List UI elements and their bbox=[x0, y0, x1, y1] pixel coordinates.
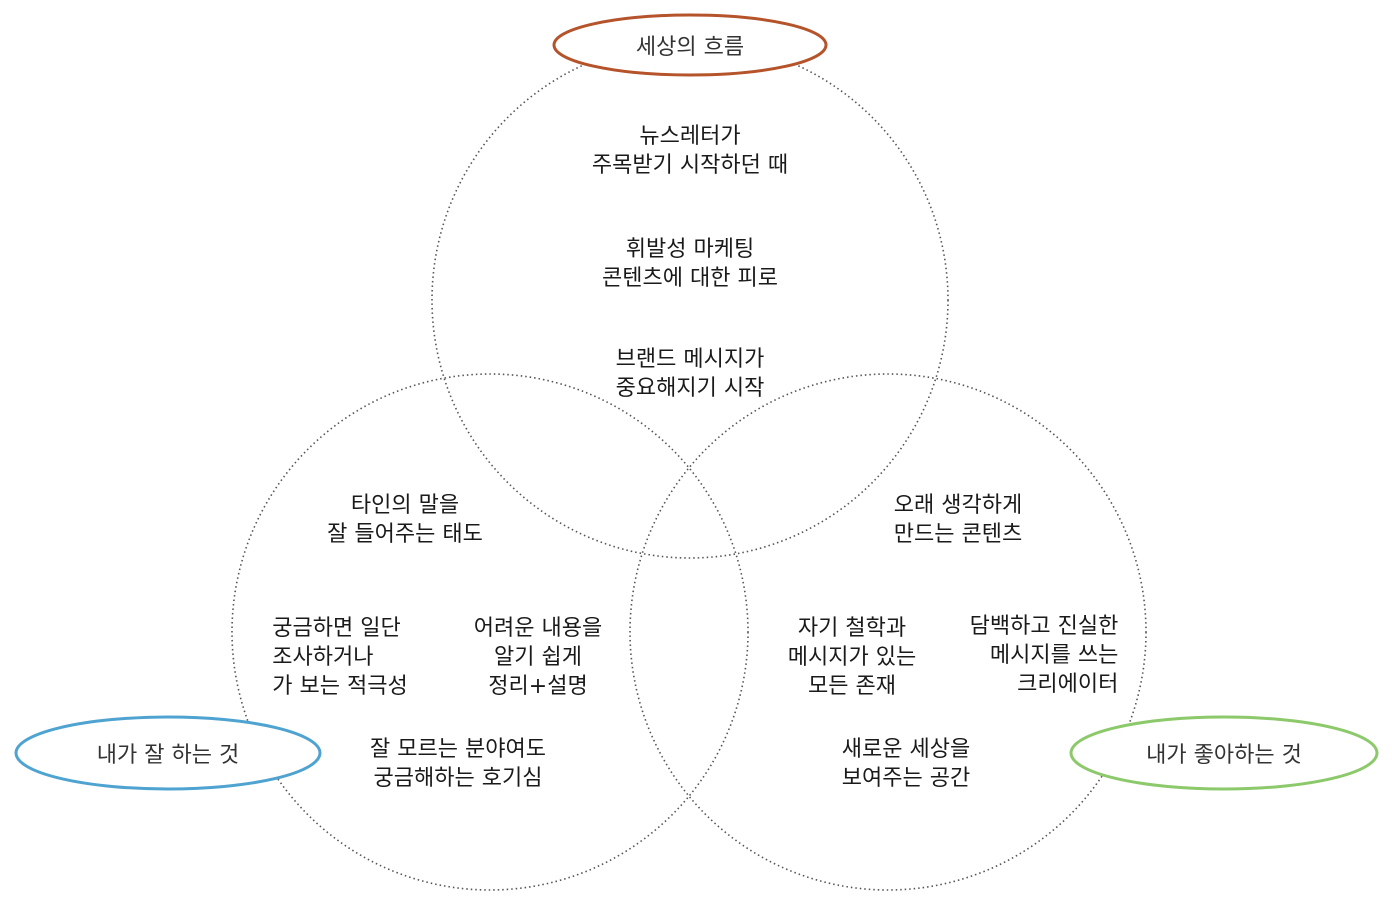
skill-item-curiosity: 잘 모르는 분야여도 궁금해하는 호기심 bbox=[370, 737, 546, 791]
like-item-new-world: 새로운 세상을 보여주는 공간 bbox=[841, 737, 971, 791]
skill-item-proactive: 궁금하면 일단 조사하거나 가 보는 적극성 bbox=[272, 616, 408, 699]
trend-item-newsletter: 뉴스레터가 주목받기 시작하던 때 bbox=[591, 124, 789, 178]
skill-circle bbox=[231, 373, 749, 891]
like-label: 내가 좋아하는 것 bbox=[1146, 743, 1302, 768]
skill-label: 내가 잘 하는 것 bbox=[96, 743, 240, 768]
like-item-creators: 담백하고 진실한 메시지를 쓰는 크리에이터 bbox=[969, 614, 1119, 697]
trend-label: 세상의 흐름 bbox=[635, 35, 745, 60]
like-item-thoughtful-content: 오래 생각하게 만드는 콘텐츠 bbox=[893, 493, 1023, 547]
skill-item-explaining: 어려운 내용을 알기 쉽게 정리+설명 bbox=[473, 616, 603, 699]
like-circle bbox=[629, 373, 1147, 891]
skill-item-listening: 타인의 말을 잘 들어주는 태도 bbox=[327, 493, 483, 547]
trend-item-brand-message: 브랜드 메시지가 중요해지기 시작 bbox=[615, 347, 765, 401]
like-label-ellipse bbox=[1069, 715, 1379, 791]
trend-label-ellipse bbox=[552, 13, 828, 77]
trend-item-marketing-fatigue: 휘발성 마케팅 콘텐츠에 대한 피로 bbox=[602, 237, 778, 291]
skill-label-ellipse bbox=[14, 715, 322, 791]
like-item-philosophy: 자기 철학과 메시지가 있는 모든 존재 bbox=[787, 616, 917, 699]
trend-circle bbox=[431, 41, 949, 559]
